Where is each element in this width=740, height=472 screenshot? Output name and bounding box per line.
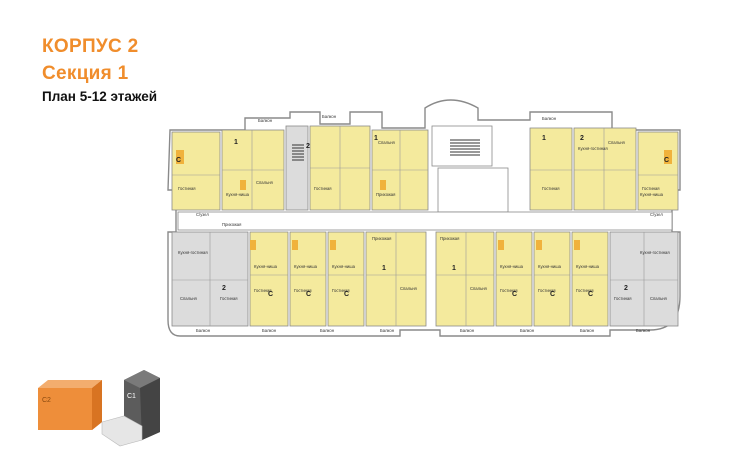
label-balcony-4: Балкон bbox=[196, 328, 211, 333]
label-kitchen-1: Кухня-ниша bbox=[226, 192, 250, 197]
svg-text:2: 2 bbox=[624, 285, 628, 292]
block-c2[interactable]: С2 bbox=[38, 380, 102, 430]
label-living-9: Гостиная bbox=[500, 288, 518, 293]
room-count-markers: С 1 2 1 1 2 С 2 С С С 1 1 С С С 2 bbox=[176, 135, 669, 298]
svg-text:С: С bbox=[268, 291, 273, 298]
svg-text:1: 1 bbox=[234, 139, 238, 146]
label-bathroom-1: С/узел bbox=[196, 212, 209, 217]
label-bedroom-3: Спальня bbox=[608, 140, 625, 145]
apartment-top-6[interactable] bbox=[529, 127, 573, 211]
label-living-6: Гостиная bbox=[254, 288, 272, 293]
label-kitchen-3: Кухня-ниша bbox=[254, 264, 278, 269]
apartment-top-8[interactable] bbox=[637, 131, 679, 211]
svg-text:С: С bbox=[512, 291, 517, 298]
label-kitchen-2: Кухня-ниша bbox=[640, 192, 664, 197]
label-living-11: Гостиная bbox=[576, 288, 594, 293]
label-bedroom-4: Спальня bbox=[180, 296, 197, 301]
label-living-1: Гостиная bbox=[178, 186, 196, 191]
stairs-icon bbox=[292, 139, 480, 161]
floors-subtitle: План 5-12 этажей bbox=[42, 89, 158, 104]
label-hall-1: Прихожая bbox=[222, 222, 241, 227]
label-living-7: Гостиная bbox=[294, 288, 312, 293]
label-kitchen-living-3: Кухня-гостиная bbox=[640, 250, 670, 255]
apartment-top-7[interactable] bbox=[573, 127, 637, 211]
label-kitchen-4: Кухня-ниша bbox=[294, 264, 318, 269]
label-kitchen-8: Кухня-ниша bbox=[576, 264, 600, 269]
label-living-4: Гостиная bbox=[642, 186, 660, 191]
label-c1: С1 bbox=[127, 393, 136, 400]
kitchen-accents bbox=[176, 150, 672, 250]
label-living-12: Гостиная bbox=[614, 296, 632, 301]
label-balcony-6: Балкон bbox=[320, 328, 335, 333]
label-living-10: Гостиная bbox=[538, 288, 556, 293]
label-bathroom-2: С/узел bbox=[650, 212, 663, 217]
room-labels: Гостиная Спальня Кухня-ниша Прихожая Гос… bbox=[178, 114, 670, 333]
label-living-3: Гостиная bbox=[542, 186, 560, 191]
label-balcony-1: Балкон bbox=[258, 118, 273, 123]
label-balcony-3: Балкон bbox=[542, 116, 557, 121]
svg-text:1: 1 bbox=[382, 265, 386, 272]
svg-text:1: 1 bbox=[452, 265, 456, 272]
label-kitchen-living-2: Кухня-гостиная bbox=[178, 250, 208, 255]
partitions bbox=[172, 126, 678, 326]
label-balcony-5: Балкон bbox=[262, 328, 277, 333]
section-title: Секция 1 bbox=[42, 63, 129, 84]
svg-text:С: С bbox=[344, 291, 349, 298]
label-kitchen-6: Кухня-ниша bbox=[500, 264, 524, 269]
label-kitchen-living-1: Кухня-гостиная bbox=[578, 146, 608, 151]
svg-text:1: 1 bbox=[542, 135, 546, 142]
label-bedroom-7: Спальня bbox=[650, 296, 667, 301]
apartment-bottom-2[interactable] bbox=[249, 231, 289, 327]
building-title: КОРПУС 2 bbox=[42, 36, 139, 57]
svg-text:С: С bbox=[176, 157, 181, 164]
svg-text:С: С bbox=[306, 291, 311, 298]
svg-text:С: С bbox=[550, 291, 555, 298]
label-bedroom-2: Спальня bbox=[378, 140, 395, 145]
apartment-top-3[interactable] bbox=[285, 125, 309, 211]
svg-text:2: 2 bbox=[306, 143, 310, 150]
label-balcony-8: Балкон bbox=[460, 328, 475, 333]
svg-text:2: 2 bbox=[222, 285, 226, 292]
connector-block bbox=[101, 415, 143, 447]
label-kitchen-7: Кухня-ниша bbox=[538, 264, 562, 269]
label-hall-3: Прихожая bbox=[372, 236, 391, 241]
label-bedroom-6: Спальня bbox=[470, 286, 487, 291]
label-balcony-2: Балкон bbox=[322, 114, 337, 119]
label-living-2: Гостиная bbox=[314, 186, 332, 191]
label-hall-2: Прихожая bbox=[376, 192, 395, 197]
label-balcony-10: Балкон bbox=[580, 328, 595, 333]
label-balcony-11: Балкон bbox=[636, 328, 651, 333]
svg-text:1: 1 bbox=[374, 135, 378, 142]
label-balcony-9: Балкон bbox=[520, 328, 535, 333]
svg-text:2: 2 bbox=[580, 135, 584, 142]
label-hall-4: Прихожая bbox=[440, 236, 459, 241]
label-c2: С2 bbox=[42, 397, 51, 404]
label-kitchen-5: Кухня-ниша bbox=[332, 264, 356, 269]
label-living-8: Гостиная bbox=[332, 288, 350, 293]
corridor bbox=[177, 211, 673, 231]
svg-text:С: С bbox=[588, 291, 593, 298]
label-living-5: Гостиная bbox=[220, 296, 238, 301]
apartment-bottom-6[interactable] bbox=[435, 231, 495, 327]
label-bedroom-5: Спальня bbox=[400, 286, 417, 291]
label-bedroom-1: Спальня bbox=[256, 180, 273, 185]
svg-text:С: С bbox=[664, 157, 669, 164]
apartment-top-1[interactable] bbox=[171, 131, 221, 211]
label-balcony-7: Балкон bbox=[380, 328, 395, 333]
